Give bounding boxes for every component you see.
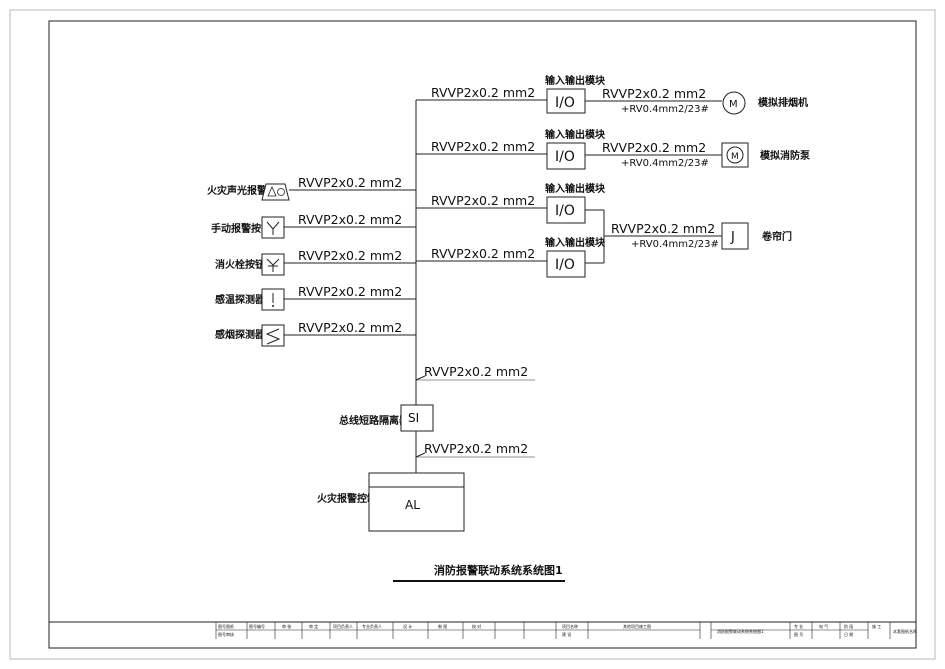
device-label: 感温探测器 bbox=[215, 293, 266, 306]
io-branch-4: RVVP2x0.2 mm2 输入输出模块 I/O bbox=[416, 236, 606, 278]
door-symbol: J bbox=[730, 230, 735, 245]
title-block: 图号图纸 图号编号 审 核 审 定 项目负责人 专业负责人 设 计 制 图 校 … bbox=[49, 621, 917, 639]
drawing-title: 消防报警联动系统系统图1 bbox=[434, 563, 563, 577]
cable-label: RVVP2x0.2 mm2 bbox=[602, 140, 706, 155]
io-module-label: 输入输出模块 bbox=[545, 128, 606, 141]
io-box: I/O bbox=[555, 203, 575, 219]
controller-box: AL bbox=[405, 498, 420, 512]
bus-isolator: 总线短路隔离器 SI bbox=[339, 404, 434, 432]
tb-cell: 消防报警联动系统系统图1 bbox=[717, 628, 764, 634]
fire-alarm-controller: 火灾报警控制器 AL bbox=[317, 472, 465, 532]
io-box: I/O bbox=[555, 95, 575, 111]
tb-cell: 图号审核 bbox=[218, 631, 234, 637]
tb-cell: 阶 段 bbox=[844, 623, 853, 629]
tb-cell: 图 号 bbox=[794, 631, 803, 637]
io-module-label: 输入输出模块 bbox=[545, 236, 606, 249]
cable-label: RVVP2x0.2 mm2 bbox=[431, 193, 535, 208]
motor-symbol: M bbox=[731, 152, 739, 162]
cable-label: RVVP2x0.2 mm2 bbox=[298, 175, 402, 190]
tb-cell: 审 核 bbox=[282, 623, 291, 629]
io-branch-3: RVVP2x0.2 mm2 输入输出模块 I/O bbox=[416, 182, 606, 224]
output-label-exhaust-fan: 模拟排烟机 bbox=[758, 96, 808, 109]
heat-detector-icon bbox=[261, 288, 285, 311]
cable-label: RVVP2x0.2 mm2 bbox=[424, 364, 528, 379]
power-cable-label: +RV0.4mm2/23# bbox=[631, 239, 719, 250]
cable-label: RVVP2x0.2 mm2 bbox=[298, 248, 402, 263]
rolling-door-branch: RVVP2x0.2 mm2 +RV0.4mm2/23# J 卷帘门 bbox=[585, 209, 792, 264]
cable-label: RVVP2x0.2 mm2 bbox=[298, 212, 402, 227]
motor-icon bbox=[726, 146, 744, 164]
device-heat-detector: 感温探测器 RVVP2x0.2 mm2 bbox=[215, 284, 416, 311]
cable-label: RVVP2x0.2 mm2 bbox=[602, 86, 706, 101]
isolator-box: SI bbox=[408, 411, 419, 425]
outer-border bbox=[9, 9, 936, 660]
cable-label: RVVP2x0.2 mm2 bbox=[298, 284, 402, 299]
drawing-frame bbox=[48, 20, 917, 649]
io-branch-1: RVVP2x0.2 mm2 输入输出模块 I/O RVVP2x0.2 mm2 +… bbox=[416, 74, 808, 115]
cable-label: RVVP2x0.2 mm2 bbox=[431, 139, 535, 154]
device-manual-call-point: 手动报警按钮 RVVP2x0.2 mm2 bbox=[211, 212, 416, 239]
device-label: 感烟探测器 bbox=[215, 328, 266, 341]
tb-cell: 设 计 bbox=[403, 623, 412, 629]
device-hydrant-button: 消火栓按钮 RVVP2x0.2 mm2 bbox=[215, 248, 416, 276]
tb-cell: 专 业 bbox=[794, 623, 803, 629]
output-label-rolling-door: 卷帘门 bbox=[761, 230, 792, 243]
sound-light-alarm-icon bbox=[261, 183, 290, 201]
tb-cell: 专业负责人 bbox=[362, 623, 382, 629]
tb-cell: 制 图 bbox=[438, 623, 447, 629]
tb-cell: 审 定 bbox=[309, 623, 318, 629]
tb-cell: 日 期 bbox=[844, 631, 853, 637]
power-cable-label: +RV0.4mm2/23# bbox=[621, 104, 709, 115]
manual-call-point-icon bbox=[261, 216, 285, 239]
tb-cell: 建 设 bbox=[562, 631, 571, 637]
tb-cell: 本套图纸名称 bbox=[893, 628, 917, 634]
motor-icon bbox=[722, 91, 746, 115]
output-label-fire-pump: 模拟消防泵 bbox=[760, 149, 811, 162]
device-label: 消火栓按钮 bbox=[215, 258, 265, 271]
io-branch-2: RVVP2x0.2 mm2 输入输出模块 I/O RVVP2x0.2 mm2 +… bbox=[416, 128, 811, 170]
tb-cell: 施 工 bbox=[872, 623, 881, 629]
device-label: 手动报警按钮 bbox=[211, 222, 271, 235]
door-box bbox=[721, 222, 749, 250]
tb-cell: 其他项目施工图 bbox=[623, 623, 651, 629]
motor-symbol: M bbox=[729, 99, 738, 110]
device-smoke-detector: 感烟探测器 RVVP2x0.2 mm2 bbox=[215, 320, 416, 347]
tb-cell: 电 气 bbox=[819, 623, 828, 629]
tb-cell: 项目负责人 bbox=[333, 623, 353, 629]
cable-label: RVVP2x0.2 mm2 bbox=[424, 441, 528, 456]
cable-label: RVVP2x0.2 mm2 bbox=[431, 246, 535, 261]
isolator-label: 总线短路隔离器 bbox=[339, 414, 410, 427]
tb-cell: 项目名称 bbox=[562, 623, 578, 629]
io-box: I/O bbox=[555, 149, 575, 165]
device-sound-light-alarm: 火灾声光报警器 RVVP2x0.2 mm2 bbox=[207, 175, 416, 201]
io-module-label: 输入输出模块 bbox=[545, 182, 606, 195]
tb-cell: 图号编号 bbox=[249, 623, 265, 629]
cable-label: RVVP2x0.2 mm2 bbox=[611, 221, 715, 236]
hydrant-button-icon bbox=[261, 253, 285, 276]
tb-cell: 校 对 bbox=[472, 623, 481, 629]
tb-cell: 图号图纸 bbox=[218, 623, 234, 629]
io-box: I/O bbox=[555, 257, 575, 273]
cable-label: RVVP2x0.2 mm2 bbox=[298, 320, 402, 335]
device-label: 火灾声光报警器 bbox=[207, 184, 278, 197]
cable-label: RVVP2x0.2 mm2 bbox=[431, 85, 535, 100]
smoke-detector-icon bbox=[261, 324, 285, 347]
io-module-label: 输入输出模块 bbox=[545, 74, 606, 87]
power-cable-label: +RV0.4mm2/23# bbox=[621, 158, 709, 169]
